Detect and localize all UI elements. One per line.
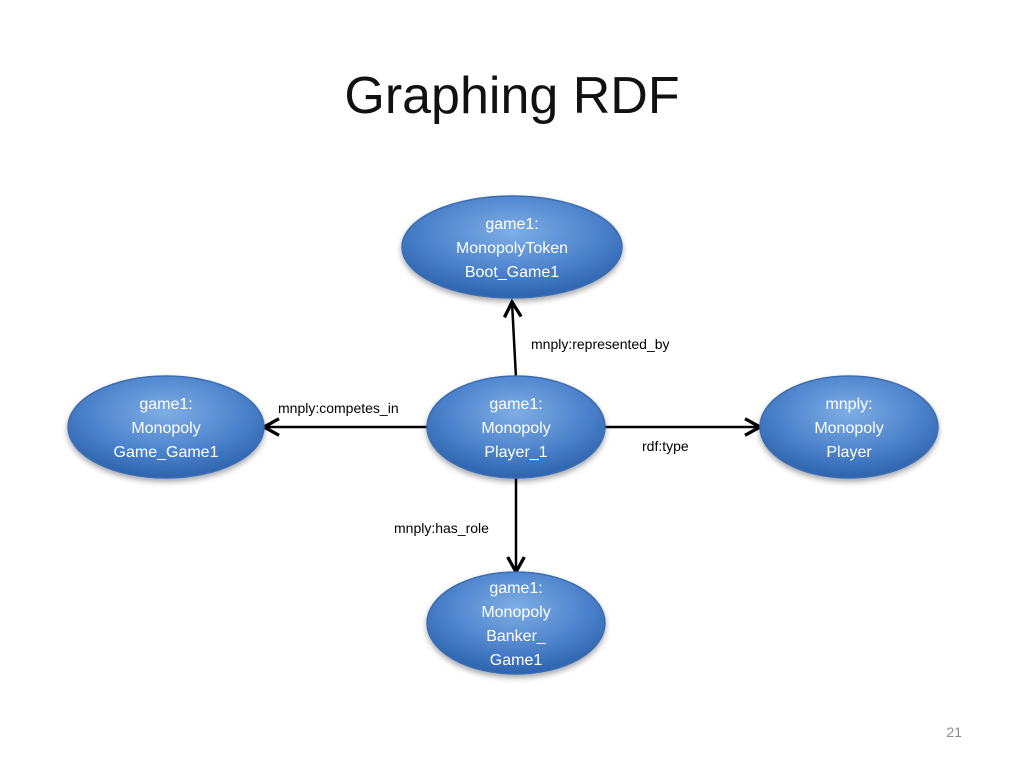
- node-label-line: Player: [826, 444, 872, 461]
- node-monopoly-token-boot: game1: MonopolyToken Boot_Game1: [401, 195, 623, 299]
- node-monopoly-game-game1: game1: Monopoly Game_Game1: [67, 375, 265, 479]
- node-label-line: Monopoly: [131, 420, 200, 437]
- node-monopoly-player-1: game1: Monopoly Player_1: [426, 375, 606, 479]
- node-label-line: Monopoly: [481, 604, 550, 621]
- node-mnply-monopoly-player: mnply: Monopoly Player: [759, 375, 939, 479]
- slide-title: Graphing RDF: [344, 67, 680, 125]
- node-label-line: Monopoly: [814, 420, 883, 437]
- node-label-line: Banker_: [486, 628, 547, 645]
- node-label-line: Boot_Game1: [465, 264, 559, 281]
- edge-represented-by-arrow: [512, 302, 516, 379]
- node-label-line: Player_1: [484, 444, 547, 461]
- page-number: 21: [946, 724, 962, 740]
- edge-label-has-role: mnply:has_role: [394, 520, 489, 536]
- edge-label-competes-in: mnply:competes_in: [278, 400, 399, 416]
- node-label-line: MonopolyToken: [456, 240, 568, 257]
- node-label-line: game1:: [489, 396, 542, 413]
- node-label-line: mnply:: [825, 396, 872, 413]
- edge-label-rdf-type: rdf:type: [642, 438, 689, 454]
- node-label-line: Game_Game1: [114, 444, 219, 461]
- node-monopoly-banker-game1: game1: Monopoly Banker_ Game1: [426, 571, 606, 675]
- edge-label-represented-by: mnply:represented_by: [531, 336, 670, 352]
- node-label-line: game1:: [489, 580, 542, 597]
- node-label-line: Game1: [490, 652, 543, 669]
- node-label-line: Monopoly: [481, 420, 550, 437]
- node-label-line: game1:: [485, 216, 538, 233]
- node-label-line: game1:: [139, 396, 192, 413]
